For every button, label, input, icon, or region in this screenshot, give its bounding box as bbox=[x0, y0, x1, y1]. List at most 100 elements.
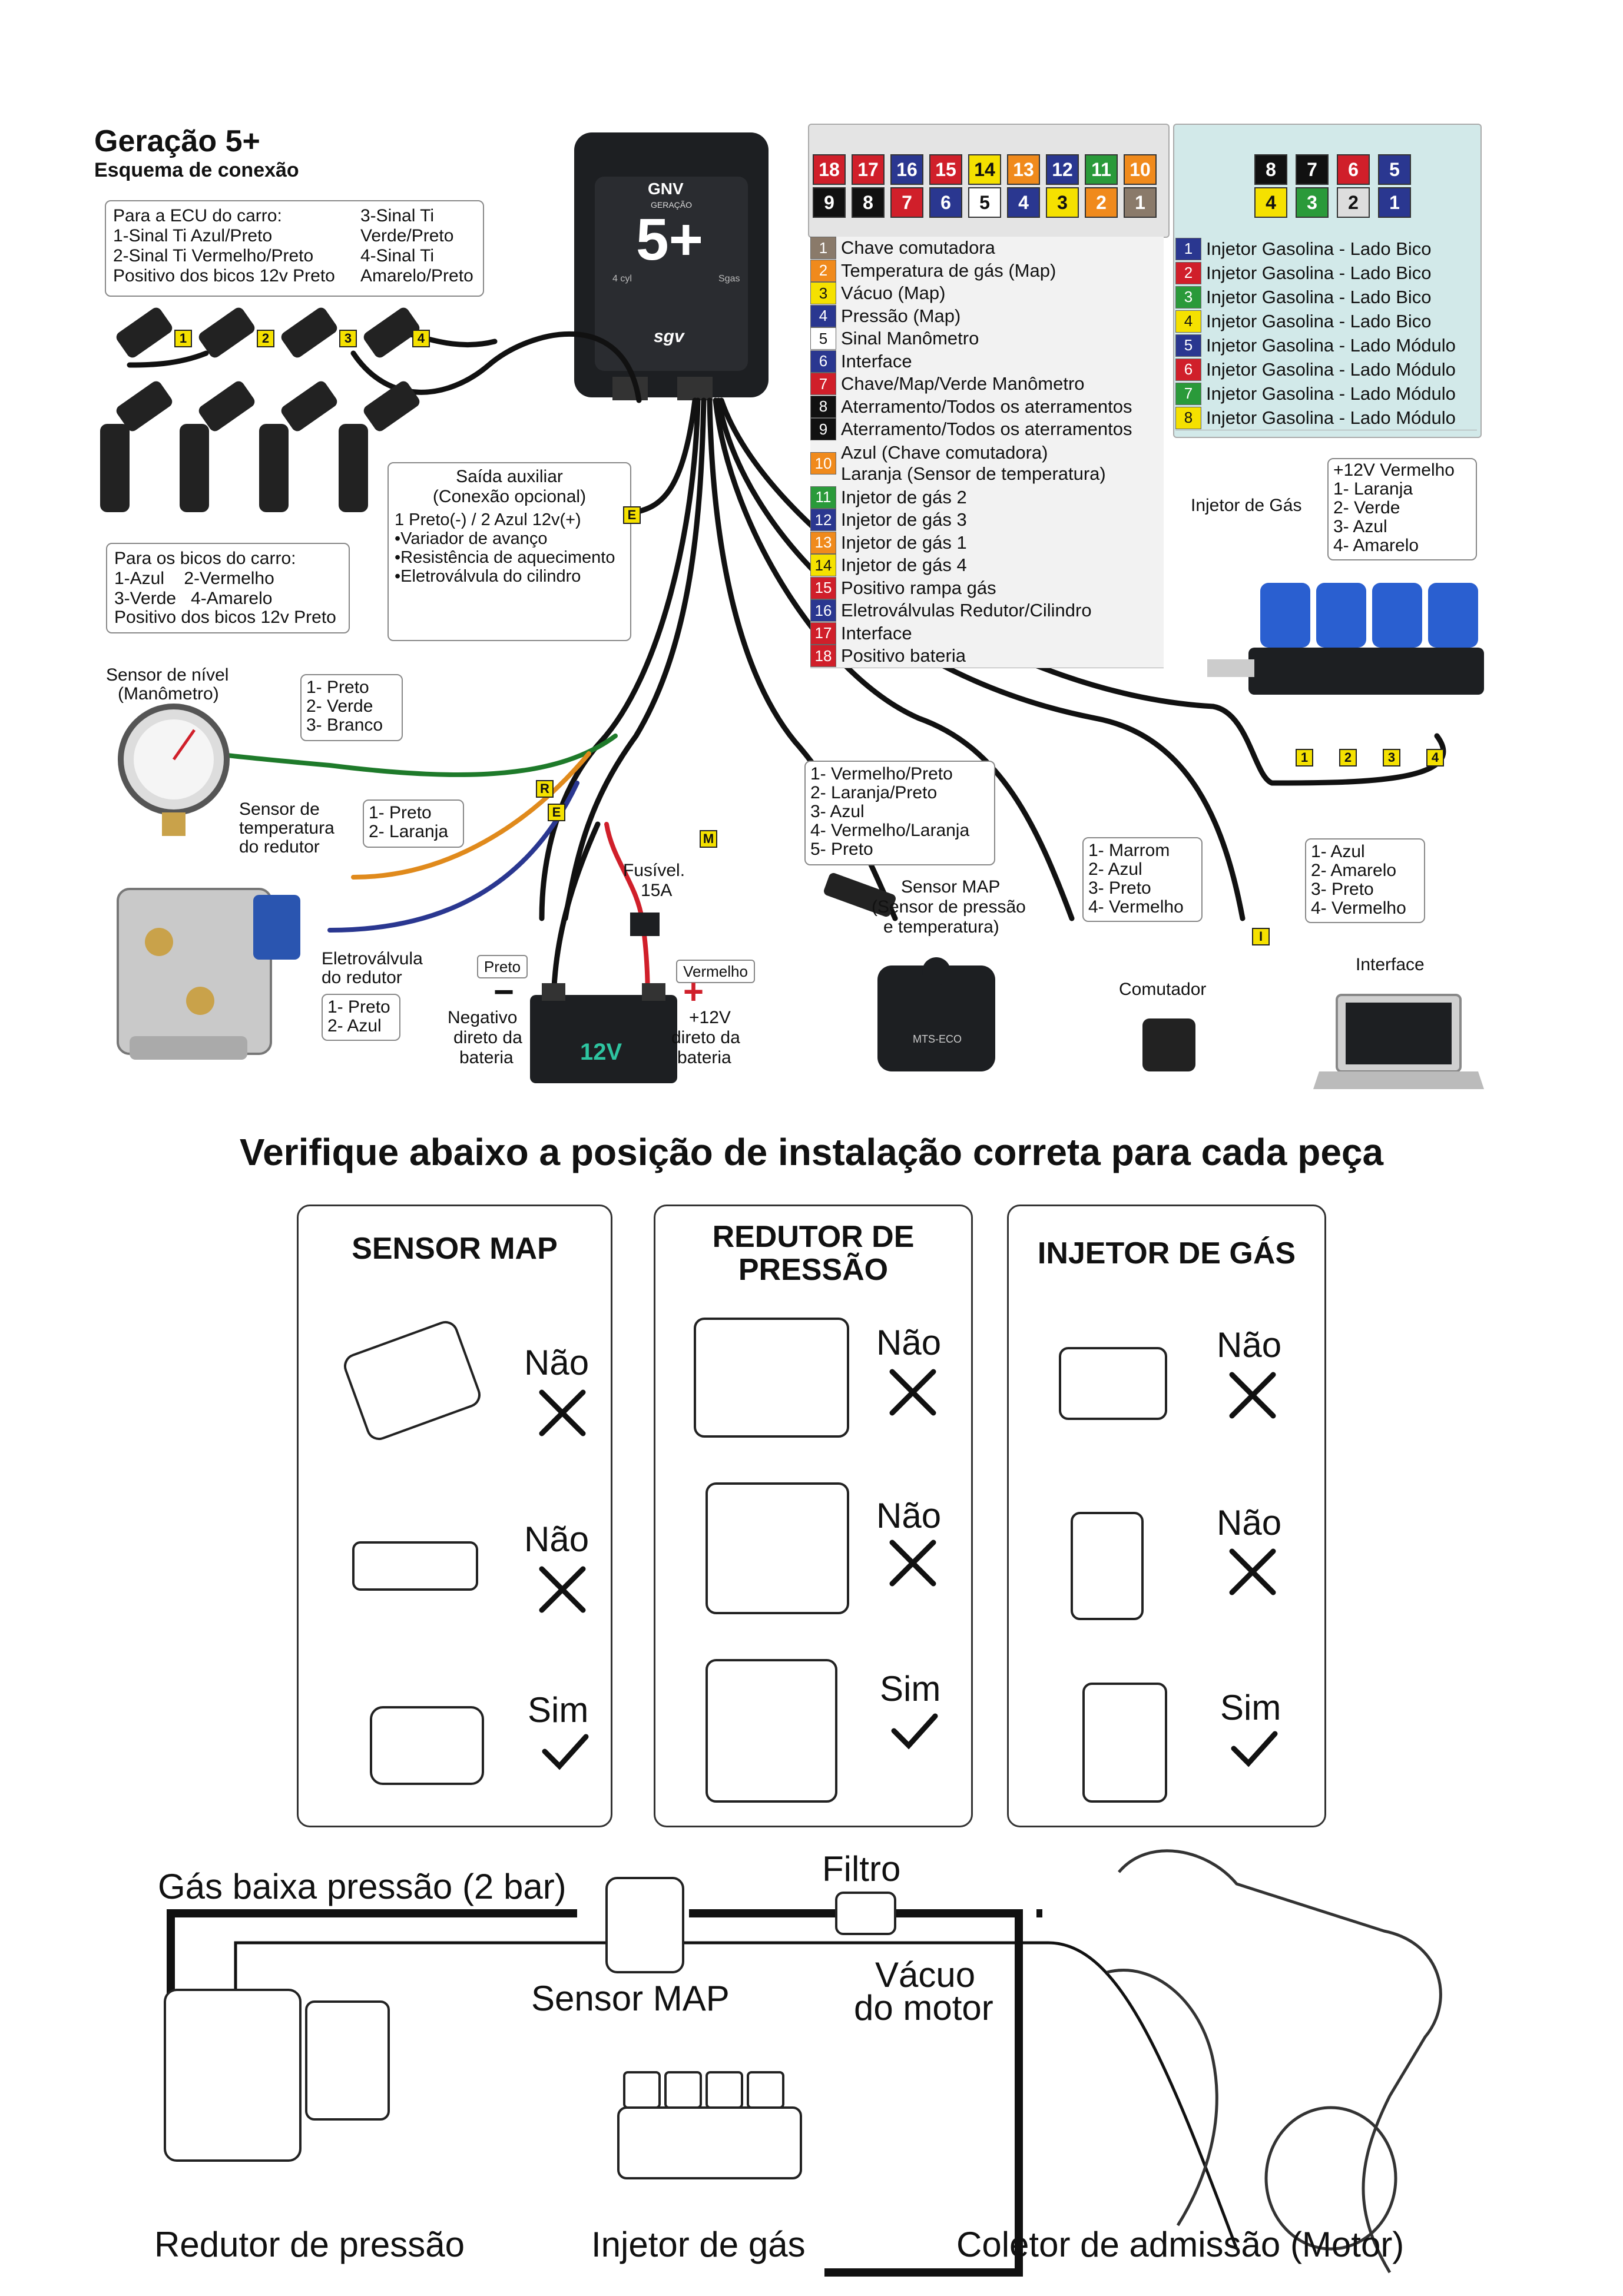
connector-8-pin-number: 5 bbox=[1175, 334, 1201, 357]
connector-8-pin-number: 3 bbox=[1175, 286, 1201, 308]
connector-18-pin-number: 16 bbox=[810, 599, 836, 622]
ecu-tag-2: 2 bbox=[257, 330, 274, 347]
connector-18-pin-label: Chave/Map/Verde Manômetro bbox=[841, 373, 1085, 394]
connector-18-pin-number: 6 bbox=[810, 350, 836, 373]
gasoline-injectors bbox=[100, 424, 368, 512]
connector-18-pin-label: Sinal Manômetro bbox=[841, 328, 979, 349]
ecu-line-3: 2-Sinal Ti Vermelho/Preto bbox=[113, 246, 314, 266]
connector-18-pin-label: Interface bbox=[841, 622, 912, 643]
gi-tag-2: 2 bbox=[1339, 749, 1357, 767]
check-icon bbox=[1231, 1731, 1278, 1767]
level-wire-2: 2- Verde bbox=[306, 696, 373, 716]
connector-18-pin-label: Temperatura de gás (Map) bbox=[841, 260, 1056, 281]
manifold-bottom-label: Coletor de admissão (Motor) bbox=[956, 2225, 1405, 2264]
connector-18-pin-cell: 12 bbox=[1046, 154, 1079, 185]
switch-wire-4: 4- Vermelho bbox=[1088, 897, 1184, 917]
connector-18-pin-label: Azul (Chave comutadora) bbox=[841, 442, 1048, 463]
gi-wire-4: 3- Azul bbox=[1333, 517, 1387, 536]
battery-device bbox=[530, 983, 677, 1083]
connector-18-pin-label: Laranja (Sensor de temperatura) bbox=[841, 463, 1106, 484]
solenoid-wire-1: 1- Preto bbox=[327, 997, 390, 1017]
injector-verdict-1: Não bbox=[1217, 1325, 1282, 1365]
nozzle-line-3: 3-Verde 4-Amarelo bbox=[114, 589, 273, 608]
ecu-brand-sub: GERAÇÃO bbox=[651, 200, 693, 210]
ecu-line-1: Para a ECU do carro: bbox=[113, 206, 282, 225]
map-verdict-3: Sim bbox=[528, 1690, 589, 1730]
gi-wire-5: 4- Amarelo bbox=[1333, 536, 1419, 555]
ecu-tag-3: 3 bbox=[339, 330, 357, 347]
connector-8-pin-cell: 2 bbox=[1337, 187, 1370, 218]
connector-18-pin-cell: 8 bbox=[852, 187, 885, 218]
connector-8-pin-cell: 8 bbox=[1254, 154, 1287, 185]
interface-wires-box: 1- Azul 2- Amarelo 3- Preto 4- Vermelho bbox=[1305, 838, 1425, 923]
connector-8-pin-label: Injetor Gasolina - Lado Módulo bbox=[1206, 359, 1456, 380]
nozzle-line-2: 1-Azul 2-Vermelho bbox=[114, 569, 274, 588]
temp-wire-1: 1- Preto bbox=[369, 803, 432, 822]
connector-18-pin-number: 4 bbox=[810, 304, 836, 327]
verify-heading: Verifique abaixo a posição de instalação… bbox=[239, 1131, 1384, 1173]
ecu-line-2: 1-Sinal Ti Azul/Preto bbox=[113, 226, 273, 245]
m-tag: M bbox=[700, 830, 717, 848]
connector-8-pin-cell: 1 bbox=[1378, 187, 1411, 218]
pos-line-3: bateria bbox=[677, 1048, 731, 1067]
plus-sign: + bbox=[683, 972, 704, 1011]
fuse-line-2: 15A bbox=[641, 881, 673, 900]
map-sensor-device bbox=[824, 872, 995, 1071]
connector-8-pin-cell: 6 bbox=[1337, 154, 1370, 185]
panel-sensor-map-title: SENSOR MAP bbox=[352, 1232, 558, 1266]
interface-label: Interface bbox=[1356, 955, 1425, 974]
connector-18-pin-label: Injetor de gás 2 bbox=[841, 486, 967, 507]
switch-label: Comutador bbox=[1119, 980, 1207, 999]
connector-18-pin-cell: 6 bbox=[929, 187, 962, 218]
reducer-verdict-3: Sim bbox=[880, 1669, 941, 1708]
cross-icon bbox=[1229, 1548, 1276, 1595]
aux-line-2: •Variador de avanço bbox=[395, 529, 548, 548]
gas-injector-label: Injetor de Gás bbox=[1191, 496, 1302, 515]
solenoid-wire-2: 2- Azul bbox=[327, 1016, 382, 1036]
connector-8-pin-number: 2 bbox=[1175, 261, 1201, 284]
connector-8-pin-number: 6 bbox=[1175, 358, 1201, 381]
connector-8-pin-label: Injetor Gasolina - Lado Módulo bbox=[1206, 407, 1456, 428]
connector-18-pin-label: Injetor de gás 3 bbox=[841, 509, 967, 530]
connector-18-pin-cell: 5 bbox=[968, 187, 1001, 218]
gi-wire-2: 1- Laranja bbox=[1333, 479, 1413, 499]
connector-8-pin-label: Injetor Gasolina - Lado Bico bbox=[1206, 286, 1432, 307]
connector-18-pin-number: 8 bbox=[810, 395, 836, 418]
vacuum-label-1: Vácuo bbox=[875, 1955, 976, 1995]
connector-8-pin-label: Injetor Gasolina - Lado Módulo bbox=[1206, 383, 1456, 404]
interface-wire-2: 2- Amarelo bbox=[1311, 861, 1397, 880]
reducer-verdict-2: Não bbox=[876, 1496, 942, 1535]
cross-icon bbox=[1229, 1372, 1276, 1419]
pos-line-1: +12V bbox=[689, 1008, 731, 1027]
e-tag: E bbox=[548, 804, 565, 821]
part-sketches bbox=[344, 1318, 1167, 1803]
ecu-line-7: 4-Sinal Ti bbox=[360, 246, 435, 266]
pos-badge: Vermelho bbox=[676, 960, 755, 983]
map-bottom-label: Sensor MAP bbox=[531, 1979, 730, 2018]
neg-line-3: bateria bbox=[459, 1048, 514, 1067]
gi-wire-3: 2- Verde bbox=[1333, 498, 1400, 517]
panel-gas-injector-title: INJETOR DE GÁS bbox=[1037, 1236, 1296, 1270]
connector-18-pin-number: 5 bbox=[810, 327, 836, 350]
nozzle-line-4: Positivo dos bicos 12v Preto bbox=[114, 608, 336, 627]
map-label-1: Sensor MAP bbox=[901, 877, 1001, 897]
connector-18-pin-cell: 10 bbox=[1124, 154, 1157, 185]
check-icon bbox=[542, 1734, 589, 1770]
connector-18-pin-number: 7 bbox=[810, 373, 836, 396]
map-wire-3: 3- Azul bbox=[810, 802, 865, 821]
level-sensor-wires: 1- Preto 2- Verde 3- Branco bbox=[300, 674, 403, 741]
connector-8-pin-number: 8 bbox=[1175, 406, 1201, 429]
connector-18-pin-number: 12 bbox=[810, 509, 836, 532]
map-wire-1: 1- Vermelho/Preto bbox=[810, 764, 953, 784]
